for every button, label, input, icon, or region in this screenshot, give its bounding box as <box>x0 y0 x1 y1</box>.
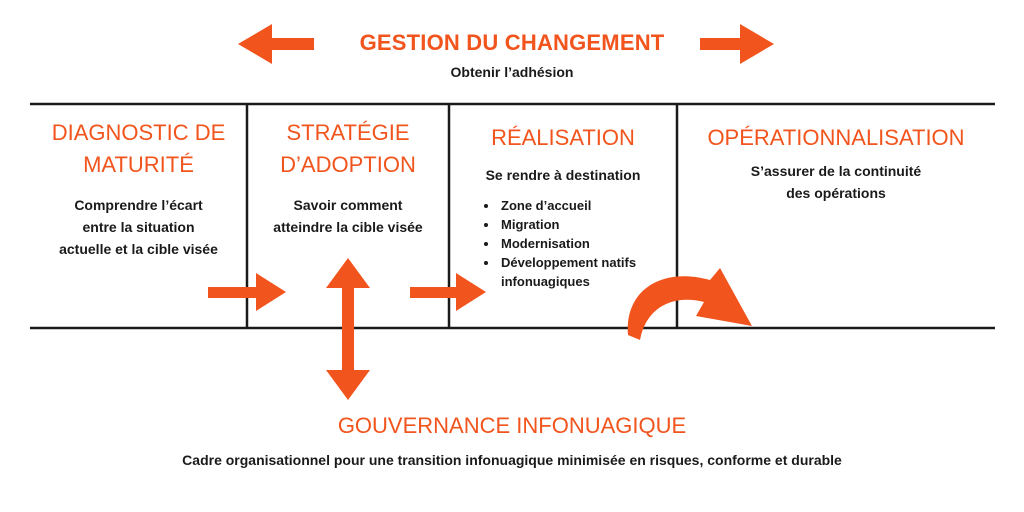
phase-title: STRATÉGIE D’ADOPTION <box>247 117 449 181</box>
phase-title: DIAGNOSTIC DE MATURITÉ <box>30 117 247 181</box>
bullet-item: Zone d’accueil <box>499 196 679 215</box>
phase-operationalisation: OPÉRATIONNALISATION S’assurer de la cont… <box>677 122 995 204</box>
phase-title-line: RÉALISATION <box>491 125 635 150</box>
phase-description: Se rendre à destination <box>449 164 677 186</box>
phase-title: OPÉRATIONNALISATION <box>677 122 995 154</box>
phase-title-line: OPÉRATIONNALISATION <box>707 125 965 150</box>
description-line: des opérations <box>786 185 886 201</box>
phase-description: Comprendre l’écart entre la situation ac… <box>30 194 247 260</box>
arrow-vertical-double-icon <box>326 258 370 400</box>
phase-diagnostic: DIAGNOSTIC DE MATURITÉ Comprendre l’écar… <box>30 117 247 260</box>
change-management-title: GESTION DU CHANGEMENT <box>359 30 665 55</box>
phase-title-line: DIAGNOSTIC DE <box>51 120 226 145</box>
phase-description: Savoir comment atteindre la cible visée <box>247 194 449 238</box>
description-line: atteindre la cible visée <box>273 219 423 235</box>
description-line: actuelle et la cible visée <box>59 241 218 257</box>
description-line: Se rendre à destination <box>485 167 641 183</box>
phase-title-line: D’ADOPTION <box>280 152 416 177</box>
bullet-item: Développement natifs infonuagiques <box>499 253 679 291</box>
phase-title: RÉALISATION <box>449 122 677 154</box>
bullet-item: Modernisation <box>499 234 679 253</box>
description-line: S’assurer de la continuité <box>750 163 922 179</box>
realisation-bullet-list: Zone d’accueil Migration Modernisation D… <box>481 196 679 291</box>
description-line: entre la situation <box>82 219 195 235</box>
arrow-right-icon <box>700 24 774 64</box>
curved-arrow-icon <box>627 268 752 340</box>
phase-title-line: STRATÉGIE <box>286 120 410 145</box>
phase-strategy: STRATÉGIE D’ADOPTION Savoir comment atte… <box>247 117 449 238</box>
cloud-governance-subtitle: Cadre organisationnel pour une transitio… <box>182 452 842 468</box>
bullet-item: Migration <box>499 215 679 234</box>
phase-description: S’assurer de la continuité des opération… <box>677 160 995 204</box>
phase-realisation: RÉALISATION Se rendre à destination Zone… <box>449 122 677 291</box>
phase-title-line: MATURITÉ <box>83 152 194 177</box>
cloud-governance-title: GOUVERNANCE INFONUAGIQUE <box>337 413 687 438</box>
arrow-left-icon <box>238 24 314 64</box>
arrow-right-icon <box>410 273 486 311</box>
arrow-right-icon <box>208 273 286 311</box>
change-management-subtitle: Obtenir l’adhésion <box>450 64 574 80</box>
description-line: Savoir comment <box>293 197 403 213</box>
description-line: Comprendre l’écart <box>74 197 203 213</box>
